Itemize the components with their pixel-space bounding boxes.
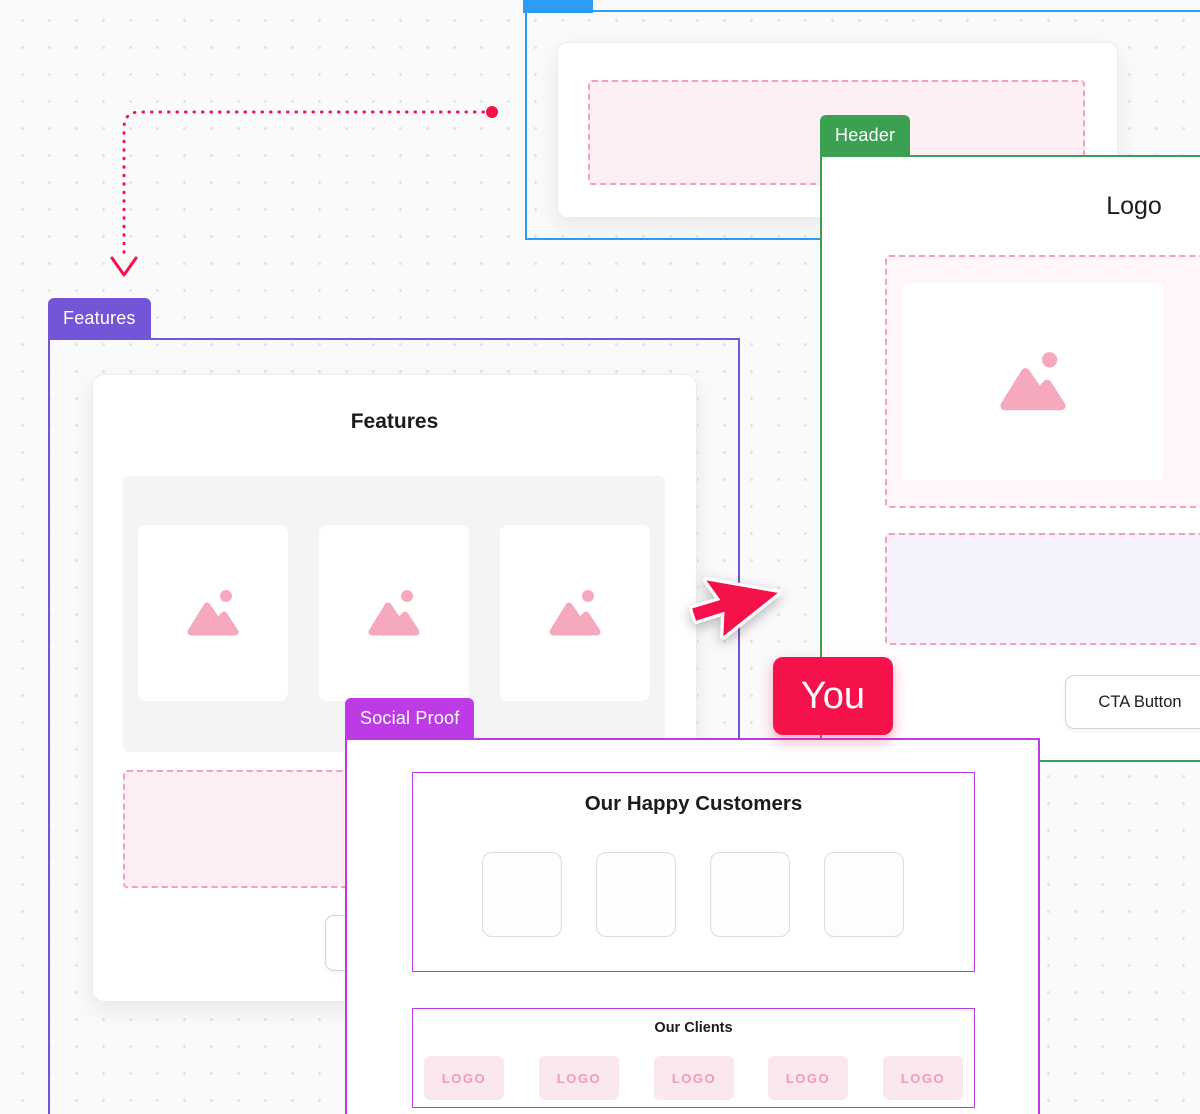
- customer-avatar-placeholder: [824, 852, 904, 937]
- features-title: Features: [350, 410, 439, 433]
- header-section-tab[interactable]: Header: [820, 115, 911, 155]
- feature-image-tile: [319, 525, 469, 701]
- features-section-tab[interactable]: Features: [48, 298, 151, 338]
- cursor-name-tag: You: [773, 657, 893, 735]
- features-section-outline: [48, 338, 740, 1114]
- social-proof-section-tab[interactable]: Social Proof: [345, 698, 475, 738]
- cursor-arrow-icon: [688, 577, 782, 640]
- header-logo-title: Logo: [1106, 192, 1162, 220]
- connector-dotted-path: [122, 110, 494, 260]
- client-logo-chip: LOGO: [768, 1056, 848, 1100]
- image-placeholder-icon: [549, 590, 601, 636]
- happy-customers-title: Our Happy Customers: [584, 792, 803, 815]
- image-placeholder-icon: [187, 590, 239, 636]
- customer-avatar-placeholder: [710, 852, 790, 937]
- client-logo-chip: LOGO: [539, 1056, 619, 1100]
- hero-section-tab[interactable]: Hero: [523, 0, 593, 13]
- our-clients-title: Our Clients: [654, 1020, 733, 1036]
- customer-avatar-placeholder: [482, 852, 562, 937]
- feature-image-tile: [138, 525, 288, 701]
- client-logo-chip: LOGO: [654, 1056, 734, 1100]
- feature-image-tile: [500, 525, 650, 701]
- customer-avatar-placeholder: [596, 852, 676, 937]
- client-logo-chip: LOGO: [883, 1056, 963, 1100]
- header-nav-placeholder[interactable]: [885, 533, 1200, 645]
- header-logo-image-tile: [903, 283, 1163, 480]
- header-cta-button[interactable]: CTA Button: [1065, 675, 1200, 729]
- image-placeholder-icon: [1000, 352, 1066, 411]
- connector-arrowhead-icon: [110, 256, 138, 277]
- client-logo-chip: LOGO: [424, 1056, 504, 1100]
- image-placeholder-icon: [368, 590, 420, 636]
